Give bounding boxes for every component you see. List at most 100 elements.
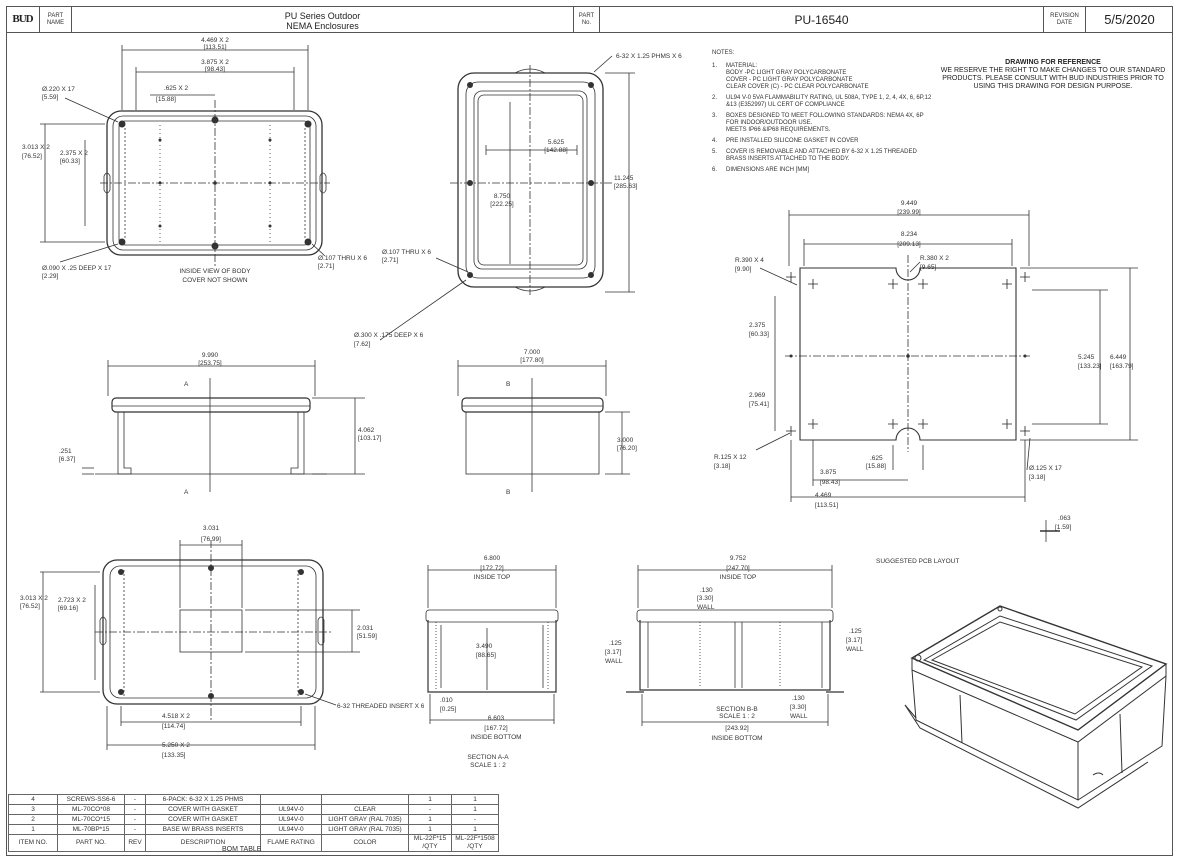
bom-row: 3 ML-70CO*08 - COVER WITH GASKET UL94V-0… — [8, 804, 499, 815]
dim-4062-mm: [103.17] — [358, 435, 382, 442]
dim-9990: 9.990 — [202, 352, 219, 359]
bom-header: PART NO. — [57, 834, 125, 852]
dim-8234-mm: [209.13] — [897, 241, 921, 248]
dim-5250: 5.250 X 2 — [162, 742, 190, 749]
bom-table: 4 SCREWS-SS6-6 - 6-PACK: 6-32 X 1.25 PHM… — [8, 794, 499, 852]
section-a-bottom-label: A — [184, 489, 189, 496]
bom-header: COLOR — [321, 834, 409, 852]
bom-cell: - — [451, 814, 499, 825]
side-view-dimensions: 7.000 [177.80] 3.000 [76.20] B B — [506, 349, 637, 496]
bom-cell: ML-70BP*15 — [57, 824, 125, 835]
bottom-view — [40, 540, 360, 750]
bom-cell: SCREWS-SS6-6 — [57, 794, 125, 805]
dim-pcb-3875: 3.875 — [820, 469, 837, 476]
bom-cell: - — [124, 804, 146, 815]
section-a-inside-top: INSIDE TOP — [474, 574, 511, 581]
cover-deep-hole: Ø.300 X .175 DEEP X 6 — [354, 332, 424, 339]
bom-cell: ML-70CO*08 — [57, 804, 125, 815]
dim-4469-mm: [113.51] — [203, 44, 226, 51]
bom-cell: 1 — [451, 794, 499, 805]
note-number: 4. — [712, 138, 718, 144]
bom-header: ML-22F*15 /QTY — [408, 834, 452, 852]
part-name-label: PART NAME — [46, 13, 65, 26]
part-name-line1: PU Series Outdoor — [284, 11, 361, 21]
dim-4469: 4.469 X 2 — [201, 37, 229, 44]
bom-header: FLAME RATING — [260, 834, 322, 852]
dim-8750-mm: [222.25] — [490, 201, 514, 208]
dim-3490: 3.490 — [476, 643, 493, 650]
dim-0625: .625 X 2 — [164, 85, 189, 92]
pcb-layout-caption: SUGGESTED PCB LAYOUT — [876, 558, 959, 565]
bom-cell: ML-70CO*15 — [57, 814, 125, 825]
bom-cell: LIGHT GRAY (RAL 7035) — [321, 814, 409, 825]
cover-thru-hole: Ø.107 THRU X 6 — [382, 249, 431, 256]
note-item: 3.BOXES DESIGNED TO MEET FOLLOWING STAND… — [712, 113, 936, 134]
section-a-top-label: A — [184, 381, 189, 388]
dim-010-mm: [0.25] — [440, 706, 456, 713]
dim-7000: 7.000 — [524, 349, 541, 356]
dim-pcb-2375-mm: [60.33] — [749, 331, 769, 338]
wall-label-left: WALL — [605, 658, 623, 665]
dim-hole-220: Ø.220 X 17 — [42, 86, 75, 93]
section-b-inside-bottom: INSIDE BOTTOM — [711, 735, 762, 742]
section-b-bottom-label: B — [506, 489, 510, 496]
part-name-label-cell: PART NAME — [40, 7, 72, 33]
note-number: 1. — [712, 63, 718, 69]
dim-2375: 2.375 X 2 — [60, 150, 88, 157]
part-no-label: PART No. — [578, 13, 595, 26]
dim-6800: 6.800 — [484, 555, 501, 562]
note-text: PRE INSTALLED SILICONE GASKET IN COVER — [726, 138, 859, 144]
bom-cell: UL94V-0 — [260, 804, 322, 815]
section-a-title: SECTION A-A — [467, 754, 509, 761]
bom-row: 4 SCREWS-SS6-6 - 6-PACK: 6-32 X 1.25 PHM… — [8, 794, 499, 805]
dim-0625-mm: [15.88] — [156, 96, 176, 103]
note-number: 2. — [712, 95, 718, 101]
bom-cell: 1 — [408, 794, 452, 805]
dim-pcb-2375: 2.375 — [749, 322, 766, 329]
bom-row: 2 ML-70CO*15 - COVER WITH GASKET UL94V-0… — [8, 814, 499, 825]
dim-010: .010 — [440, 697, 453, 704]
dim-6449: 6.449 — [1110, 354, 1127, 361]
bom-cell: CLEAR — [321, 804, 409, 815]
note-text: DIMENSIONS ARE INCH [MM] — [726, 167, 810, 173]
dim-3490-mm: [88.65] — [476, 652, 496, 659]
company-logo: BUD — [12, 13, 33, 25]
inside-view-caption-1: INSIDE VIEW OF BODY — [179, 268, 251, 275]
pcb-layout-dimensions: 9.449 [239.99] 8.234 [209.13] R.390 X 4 … — [714, 200, 1134, 565]
dim-5250-mm: [133.35] — [162, 752, 186, 759]
section-a-a-view — [425, 565, 559, 724]
part-name-line2: NEMA Enclosures — [286, 21, 359, 31]
reference-text: WE RESERVE THE RIGHT TO MAKE CHANGES TO … — [940, 67, 1166, 90]
bom-cell: - — [124, 794, 146, 805]
dim-wall-130-bottom-mm: [3.30] — [790, 704, 806, 711]
dim-9752-mm: [247.70] — [726, 565, 750, 572]
bom-cell — [321, 794, 409, 805]
dim-6800-mm: [172.72] — [480, 565, 504, 572]
bom-cell — [260, 794, 322, 805]
bom-header: ITEM NO. — [8, 834, 58, 852]
note-text: UL94 V-0 5VA FLAMMABILITY RATING, UL 508… — [726, 95, 932, 108]
bom-cell: 1 — [408, 824, 452, 835]
dim-3000: 3.000 — [617, 437, 634, 444]
reference-disclaimer: DRAWING FOR REFERENCE WE RESERVE THE RIG… — [938, 59, 1168, 91]
front-view — [82, 360, 365, 492]
note-item: 1. MATERIAL: BODY -PC LIGHT GRAY POLYCARB… — [712, 63, 936, 91]
radius-390-mm: [9.90] — [735, 266, 751, 273]
dim-6603-mm: [167.72] — [484, 725, 508, 732]
note-text: COVER IS REMOVABLE AND ATTACHED BY 6-32 … — [726, 149, 917, 162]
note-text: MATERIAL: BODY -PC LIGHT GRAY POLYCARBON… — [726, 63, 869, 90]
note-text: BOXES DESIGNED TO MEET FOLLOWING STANDAR… — [726, 113, 924, 133]
part-no-cell: PU-16540 — [600, 7, 1044, 33]
revision-date: 5/5/2020 — [1104, 12, 1155, 27]
radius-380-mm: [9.65] — [920, 264, 936, 271]
dim-3031-mm: [76.99] — [201, 536, 221, 543]
dim-9449-mm: [239.99] — [897, 209, 921, 216]
bom-cell: 1 — [408, 814, 452, 825]
dim-11245: 11.245 — [614, 175, 634, 182]
threaded-insert-callout: 6-32 THREADED INSERT X 6 — [337, 703, 425, 710]
dim-5245-mm: [133.23] — [1078, 363, 1102, 370]
dim-5625-mm: [142.88] — [544, 147, 568, 154]
dim-9990-mm: [253.75] — [198, 360, 222, 367]
dim-4518-mm: [114.74] — [162, 723, 185, 730]
dim-2969-mm: [75.41] — [749, 401, 769, 408]
